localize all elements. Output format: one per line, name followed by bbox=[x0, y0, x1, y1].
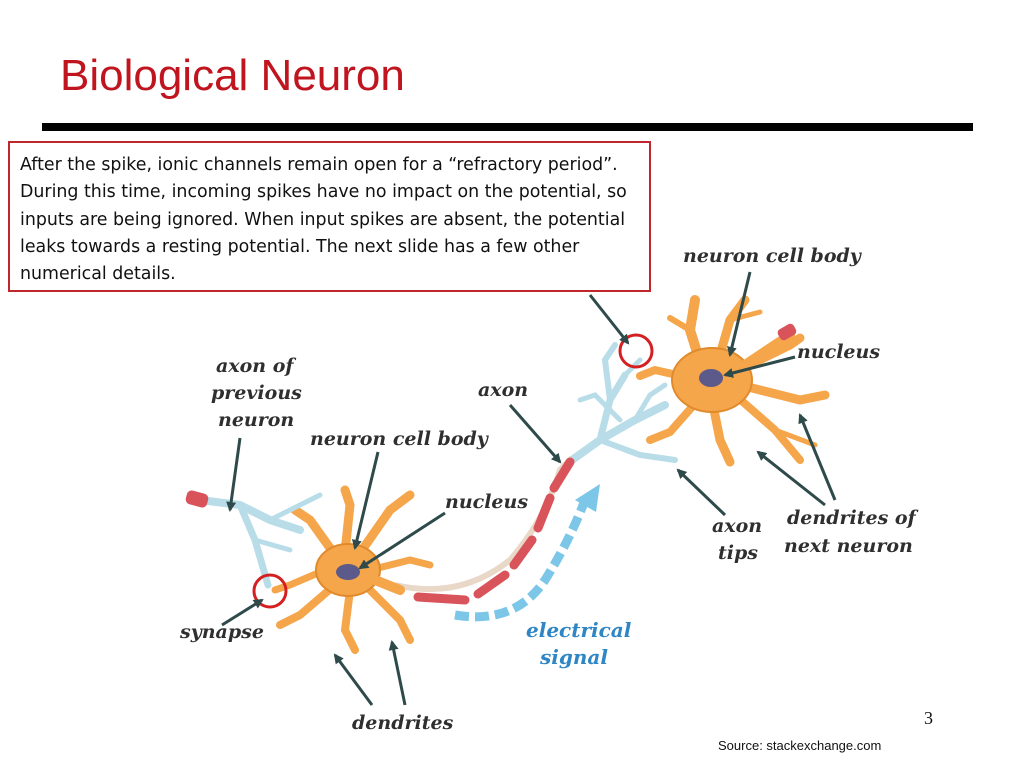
axon-myelin bbox=[394, 455, 575, 605]
title-divider bbox=[42, 123, 973, 131]
arrow-synapse-left bbox=[221, 598, 264, 627]
label-neuron-cell-body-top: neuron cell body bbox=[683, 245, 863, 267]
label-electrical-line2: signal bbox=[539, 645, 608, 669]
next-neuron bbox=[636, 295, 830, 467]
arrow-nucleus-top bbox=[723, 355, 796, 378]
previous-axon-cap bbox=[185, 490, 209, 508]
explanation-callout: After the spike, ionic channels remain o… bbox=[8, 141, 651, 292]
arrow-axon bbox=[508, 404, 562, 464]
arrow-cell-body-top bbox=[727, 271, 752, 357]
source-note: Source: stackexchange.com bbox=[718, 738, 882, 753]
label-axon: axon bbox=[478, 379, 528, 401]
label-neuron-cell-body-left: neuron cell body bbox=[310, 428, 490, 450]
label-electrical-line1: electrical bbox=[526, 618, 632, 642]
nucleus-left bbox=[336, 564, 360, 580]
nucleus-right bbox=[699, 369, 723, 387]
label-nucleus-left: nucleus bbox=[445, 491, 528, 513]
slide-title: Biological Neuron bbox=[60, 51, 405, 100]
arrow-axon-tips bbox=[676, 468, 727, 517]
arrow-nucleus-left bbox=[358, 511, 446, 570]
label-dendrites-next-line1: dendrites of bbox=[787, 507, 919, 529]
label-axon-tips-line2: tips bbox=[718, 542, 758, 564]
label-axon-prev-line1: axon of bbox=[216, 355, 296, 377]
arrow-dendrites-next-b bbox=[798, 413, 837, 501]
label-axon-prev-line3: neuron bbox=[218, 409, 294, 431]
arrow-dendrites-next-a bbox=[756, 450, 826, 507]
arrow-axon-prev bbox=[226, 437, 242, 512]
arrow-dendrites-a bbox=[333, 653, 374, 706]
arrow-dendrites-b bbox=[388, 640, 407, 706]
page-number: 3 bbox=[924, 708, 933, 728]
arrow-synapse-top bbox=[588, 294, 630, 345]
axon-tips bbox=[568, 342, 678, 464]
label-synapse-left: synapse bbox=[179, 621, 264, 643]
label-dendrites: dendrites bbox=[352, 712, 454, 734]
arrow-cell-body-left bbox=[352, 451, 380, 550]
synapse-ring-top bbox=[618, 333, 654, 369]
label-axon-prev-line2: previous bbox=[211, 382, 302, 404]
label-nucleus-top: nucleus bbox=[797, 341, 880, 363]
label-dendrites-next-line2: next neuron bbox=[784, 535, 913, 557]
previous-axon-tips bbox=[196, 492, 323, 589]
synapse-ring-left bbox=[252, 573, 288, 609]
left-neuron bbox=[271, 485, 434, 654]
label-axon-tips-line1: axon bbox=[712, 515, 762, 537]
electrical-signal-arrow bbox=[454, 484, 600, 622]
